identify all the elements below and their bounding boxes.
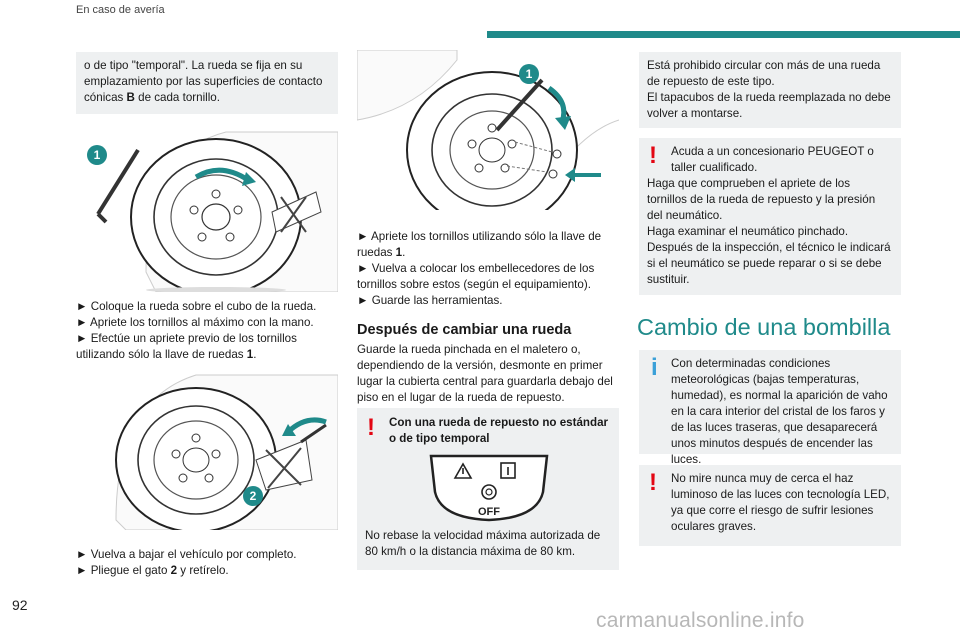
figure-callout-2: 2 <box>243 486 263 506</box>
steps-list-3: ► Apriete los tornillos utilizando sólo … <box>357 230 602 307</box>
header-accent-bar <box>487 31 960 38</box>
warning-icon: ! <box>649 469 657 496</box>
dashboard-display-illustration <box>429 454 549 522</box>
warning-icon: ! <box>649 142 657 169</box>
lowering-jack-illustration <box>115 374 338 530</box>
page-number: 92 <box>12 597 28 613</box>
bolt-tightening-illustration <box>357 50 619 210</box>
condensation-info-box: Con determinadas condiciones meteorológi… <box>639 350 901 466</box>
info-icon: i <box>651 354 658 381</box>
warning-icon: ! <box>367 414 375 441</box>
watermark: carmanualsonline.info <box>596 609 805 632</box>
section-heading-after-change: Después de cambiar una rueda <box>357 322 572 338</box>
section-heading-bulb-change: Cambio de una bombilla <box>637 314 891 340</box>
dealer-check-warning-box: Acuda a un concesionario PEUGEOT o talle… <box>639 138 901 295</box>
led-warning-box: No mire nunca muy de cerca el haz lumino… <box>639 465 901 546</box>
spare-wheel-note-box: Está prohibido circular con más de una r… <box>639 52 901 128</box>
steps-list-2: ► Vuelva a bajar el vehículo por complet… <box>76 548 297 577</box>
temporary-wheel-warning-box: Con una rueda de repuesto no estándar o … <box>357 408 619 570</box>
running-header: En caso de avería <box>76 4 165 16</box>
off-label: OFF <box>478 506 500 518</box>
wheel-mounting-illustration <box>96 131 338 292</box>
steps-list-1: ► Coloque la rueda sobre el cubo de la r… <box>76 300 317 361</box>
figure-callout-1b: 1 <box>519 64 539 84</box>
continued-note-box: o de tipo "temporal". La rueda se fija e… <box>76 52 338 114</box>
after-change-paragraph: Guarde la rueda pinchada en el maletero … <box>357 343 613 404</box>
figure-callout-1: 1 <box>87 145 107 165</box>
